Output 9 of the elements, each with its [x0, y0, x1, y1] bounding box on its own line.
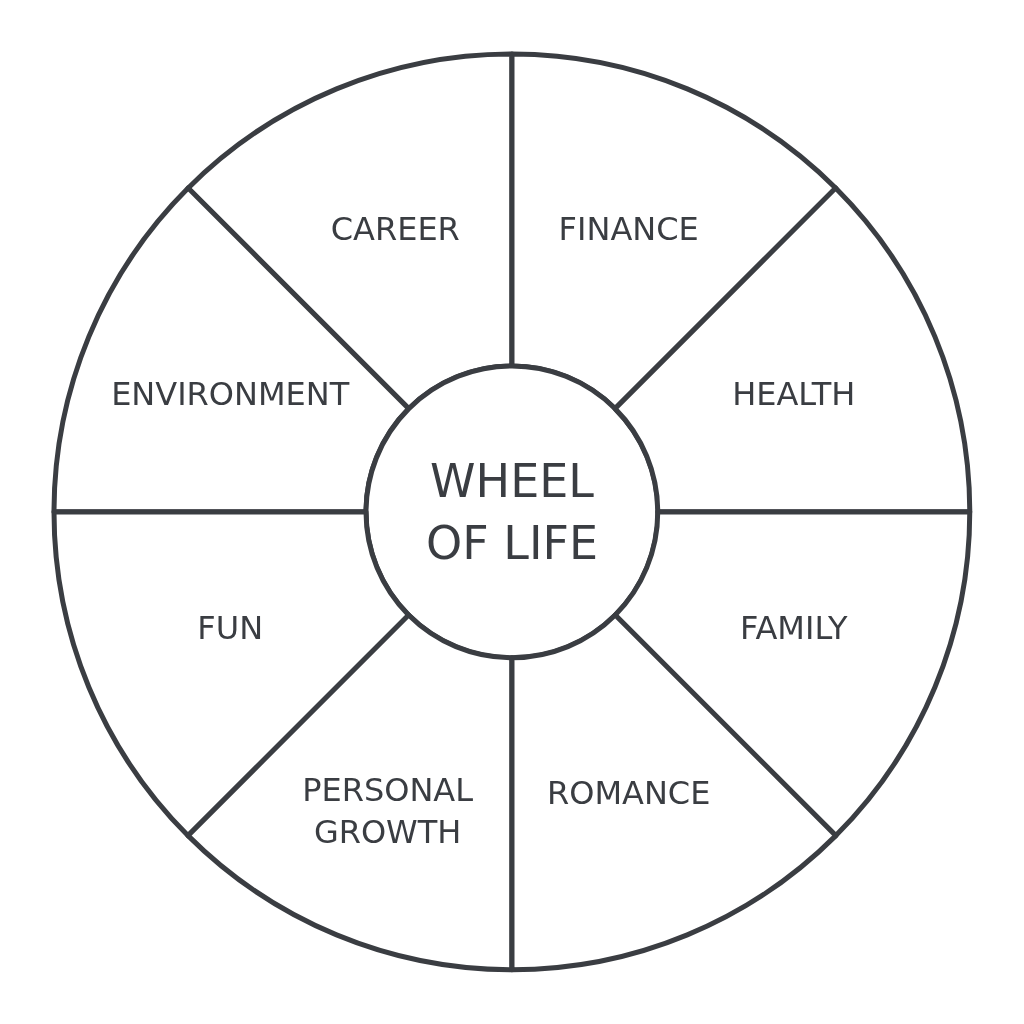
segment-label: FUN	[196, 607, 265, 649]
segment-label: FINANCE	[557, 209, 700, 251]
wheel-title: WHEEL OF LIFE	[425, 452, 599, 572]
segment-label: ROMANCE	[546, 772, 712, 814]
segment-label: ENVIRONMENT	[110, 374, 351, 416]
segment-label: FAMILY	[739, 607, 849, 649]
segment-label: PERSONAL GROWTH	[301, 770, 475, 854]
segment-label: HEALTH	[731, 374, 857, 416]
segment-label: CAREER	[329, 209, 461, 251]
